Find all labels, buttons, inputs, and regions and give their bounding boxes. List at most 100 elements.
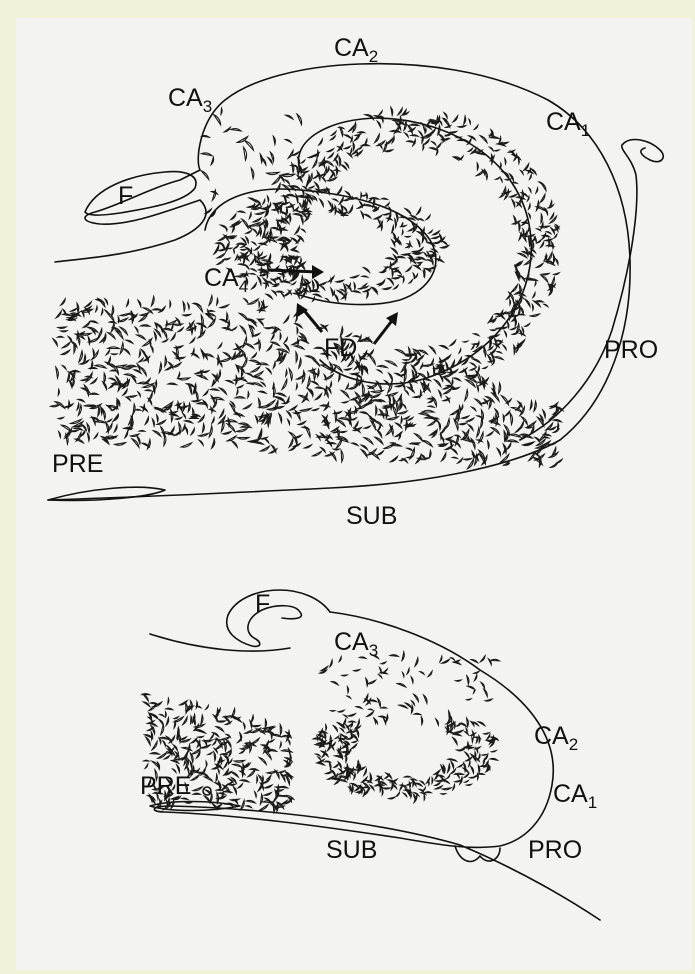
cell-mark [193,793,200,794]
cell-mark [160,714,164,716]
cell-mark [536,301,543,302]
cell-mark [158,762,160,769]
cell-mark [318,757,321,760]
cell-mark [214,752,216,760]
cell-mark [403,673,405,677]
cell-mark [263,200,265,204]
cell-mark [361,358,366,359]
cell-mark [281,255,283,261]
cell-mark [155,407,163,412]
cell-mark [442,788,451,790]
cell-mark [301,160,305,163]
cell-mark [265,439,269,443]
cell-mark [464,370,467,375]
cell-mark [354,422,358,428]
cell-mark [280,786,288,788]
cell-mark [420,672,424,675]
cell-mark [217,299,218,305]
cell-mark [276,291,283,292]
cell-mark [528,279,537,281]
cell-mark [378,451,384,455]
cell-mark [518,159,519,164]
cell-mark [364,438,373,445]
cell-mark [238,738,242,742]
cell-mark [125,431,128,438]
cell-mark [292,250,298,252]
cell-mark [120,343,123,354]
cell-mark [171,800,174,809]
cell-mark [133,404,135,414]
cell-mark [213,740,216,745]
cell-mark [248,392,249,398]
cell-mark [167,801,168,806]
cell-mark [367,291,369,298]
cell-mark [252,242,256,245]
cell-mark [383,143,386,152]
cell-mark [239,423,249,425]
cell-mark [251,269,256,271]
cell-mark [352,786,354,794]
cell-mark [470,368,476,371]
cell-mark [398,108,402,115]
cell-mark [374,215,382,219]
cell-mark [252,353,257,358]
cell-mark [58,327,66,329]
cell-mark [424,695,427,703]
cell-mark [526,427,532,428]
cell-mark [477,170,484,176]
cell-mark [446,437,452,439]
cell-mark [331,770,336,776]
cell-mark [275,806,284,807]
cell-mark [229,760,232,764]
cell-mark [465,752,469,758]
cell-mark [326,299,329,301]
cell-mark [407,141,414,143]
cell-mark [286,115,293,119]
cell-mark [332,131,337,135]
cell-mark [331,136,336,140]
cell-mark [471,407,475,411]
cell-mark [161,427,164,436]
cell-mark [404,121,406,130]
cell-mark [394,285,398,289]
cell-mark [413,273,414,278]
cell-mark [226,380,233,383]
cell-mark [104,373,106,383]
cell-mark [510,315,518,317]
cell-mark [532,305,533,311]
cell-mark [114,425,117,432]
cell-mark [115,443,126,446]
cell-mark [377,370,382,373]
cell-mark [229,784,235,785]
cell-mark [108,333,115,339]
cell-mark [361,450,367,458]
cell-mark [484,347,486,356]
cell-mark [503,345,506,350]
cell-mark [386,715,388,722]
cell-mark [477,416,482,418]
cell-mark [168,433,174,434]
cell-mark [409,242,410,247]
cell-mark [220,388,227,394]
cell-mark [166,321,167,327]
cell-mark [288,420,290,425]
cell-mark [516,427,521,432]
cell-mark [314,174,319,178]
cell-mark [214,115,221,125]
cell-mark [250,249,251,254]
cell-mark [447,725,448,734]
cell-mark [267,196,268,201]
cell-mark [427,260,431,261]
cell-mark [339,657,341,662]
cell-mark [471,363,476,367]
cell-mark [403,793,406,796]
bottom-label-ca1: CA1 [553,780,597,812]
cell-mark [260,226,262,235]
cell-mark [241,426,251,428]
cell-mark [218,343,221,348]
cell-mark [335,295,338,302]
cell-mark [329,153,334,158]
cell-mark [375,134,380,142]
cell-mark [315,280,318,285]
cell-mark [480,766,487,767]
